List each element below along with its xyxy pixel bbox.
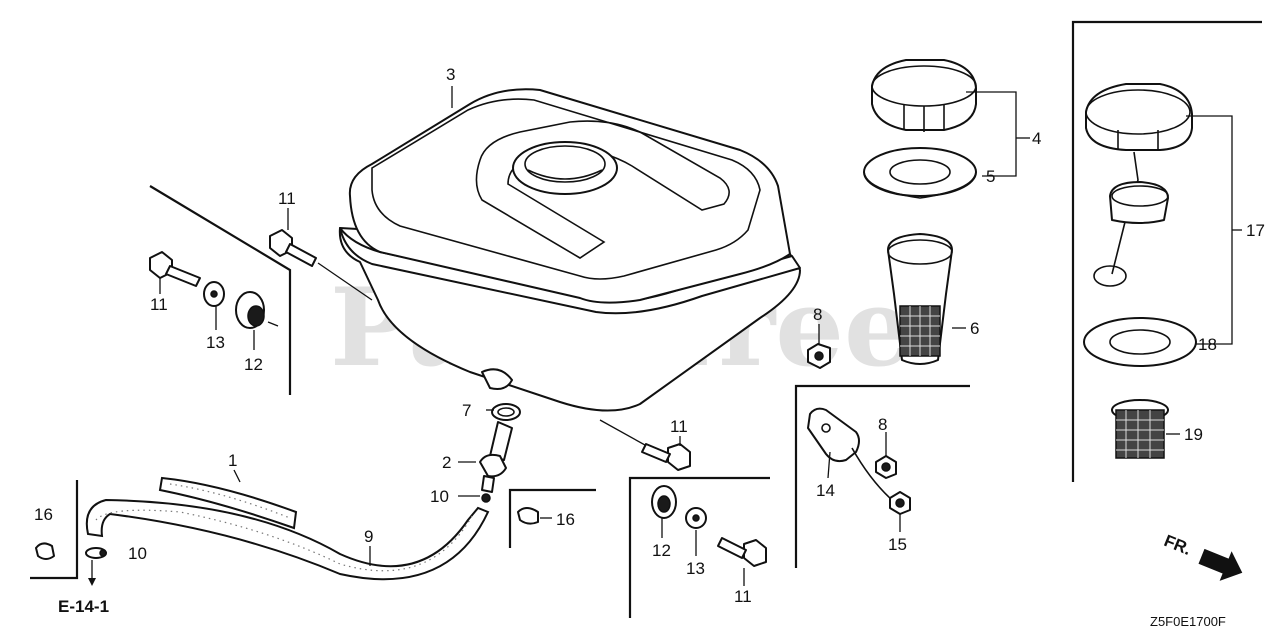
fuel-valve <box>479 421 513 493</box>
grommet-bottom <box>651 485 677 519</box>
fuel-hose-short <box>158 476 298 530</box>
callout-10a: 10 <box>430 487 449 506</box>
front-arrow-icon <box>1198 548 1243 581</box>
callout-2: 2 <box>442 453 451 472</box>
box-alt-cap-group <box>1071 20 1262 482</box>
front-direction-indicator: FR. <box>1161 531 1243 581</box>
callout-4: 4 <box>1032 129 1041 148</box>
fuel-cap <box>871 59 977 132</box>
callout-9: 9 <box>364 527 373 546</box>
mounting-plate <box>807 407 893 501</box>
o-ring <box>491 403 521 421</box>
callout-12b: 12 <box>652 541 671 560</box>
callout-8a: 8 <box>813 305 822 324</box>
reference-code: E-14-1 <box>58 597 109 616</box>
callout-18: 18 <box>1198 335 1217 354</box>
bolt-lower-right <box>717 537 767 567</box>
callout-11c: 11 <box>670 417 688 436</box>
callout-8b: 8 <box>878 415 887 434</box>
callout-16b: 16 <box>556 510 575 529</box>
leader-lines <box>88 86 1242 586</box>
hose-clip-small <box>481 493 491 503</box>
plate-nut-upper <box>875 455 897 479</box>
fuel-strainer <box>887 233 953 365</box>
alt-strainer <box>1111 399 1169 459</box>
diagram-code: Z5F0E1700F <box>1150 614 1226 629</box>
callout-16a: 16 <box>34 505 53 524</box>
callout-13b: 13 <box>686 559 705 578</box>
hose-clip-left <box>85 547 107 559</box>
plate-nut-lower <box>889 491 911 515</box>
hose-clamp-left <box>35 542 55 560</box>
flange-nut <box>807 343 831 369</box>
bolt-left <box>149 251 201 287</box>
callout-11a: 11 <box>278 189 296 208</box>
group-boxes <box>30 20 1262 618</box>
box-clip-group <box>508 488 596 548</box>
grommet-left <box>235 291 265 329</box>
bolt-bottom <box>641 443 691 471</box>
callout-17: 17 <box>1246 221 1265 240</box>
callout-5: 5 <box>986 167 995 186</box>
box-bottom-bolt-group <box>628 476 770 618</box>
callout-12a: 12 <box>244 355 263 374</box>
alt-fuel-cap <box>1085 83 1193 287</box>
hose-clamp-mid <box>517 507 539 525</box>
alt-cap-seal <box>1083 317 1197 367</box>
callout-19: 19 <box>1184 425 1203 444</box>
callout-3: 3 <box>446 65 455 84</box>
callout-15: 15 <box>888 535 907 554</box>
callout-1: 1 <box>228 451 237 470</box>
washer-left <box>203 281 225 307</box>
cap-seal <box>863 147 977 199</box>
callout-11b: 11 <box>150 295 168 314</box>
fuel-hose-long <box>85 498 490 581</box>
box-hose-clip-group <box>30 480 79 580</box>
bolt-upper <box>269 229 317 267</box>
direction-label: FR. <box>1161 531 1194 559</box>
fuel-tank <box>317 88 801 451</box>
callout-14: 14 <box>816 481 835 500</box>
callout-10b: 10 <box>128 544 147 563</box>
washer-bottom <box>685 507 707 529</box>
box-left-bolt-group <box>149 185 292 395</box>
box-plate-group <box>794 384 970 568</box>
callout-6: 6 <box>970 319 979 338</box>
callout-13a: 13 <box>206 333 225 352</box>
callout-11d: 11 <box>734 587 752 606</box>
callouts: 3 4 5 6 8 17 18 19 11 11 13 12 7 2 10 11… <box>34 65 1265 606</box>
callout-7: 7 <box>462 401 471 420</box>
